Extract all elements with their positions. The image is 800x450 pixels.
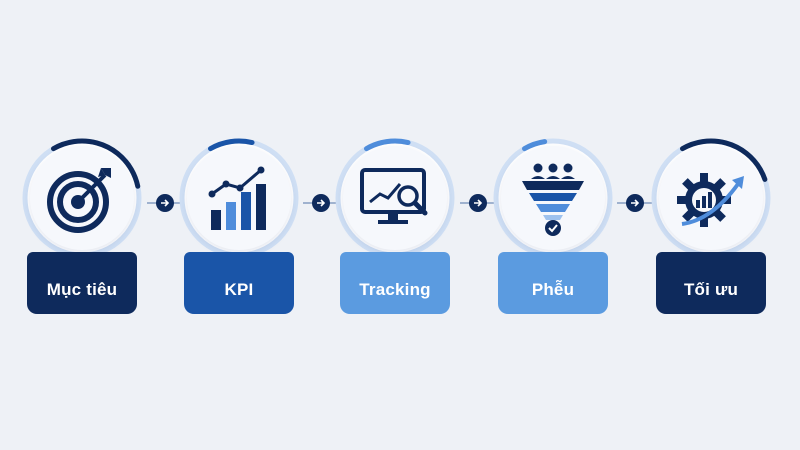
ring-progress-arc — [493, 138, 613, 258]
arrow-connector — [303, 194, 339, 212]
step-tracking: Tracking — [332, 134, 458, 318]
step-toi-uu: Tối ưu — [648, 134, 774, 318]
ring-progress-arc — [179, 138, 299, 258]
step-circle — [648, 134, 774, 264]
arrow-right-icon — [626, 194, 644, 212]
step-label: KPI — [224, 280, 254, 299]
step-label-box: Tối ưu — [656, 252, 766, 314]
step-circle — [19, 134, 145, 264]
step-label-box: Phễu — [498, 252, 608, 314]
step-kpi: KPI — [176, 134, 302, 318]
step-label-box: KPI — [184, 252, 294, 314]
arrow-connector — [617, 194, 653, 212]
ring-progress-arc — [335, 138, 455, 258]
arrow-connector — [147, 194, 183, 212]
target-icon — [47, 168, 111, 233]
step-label-box: Tracking — [340, 252, 450, 314]
step-muc-tieu: Mục tiêu — [19, 134, 145, 318]
step-circle — [332, 134, 458, 264]
step-label: Phễu — [531, 280, 575, 299]
step-circle — [176, 134, 302, 264]
step-pheu: Phễu — [490, 134, 616, 318]
gear-growth-icon — [677, 173, 744, 227]
funnel-icon — [522, 163, 584, 236]
ring-progress-arc — [651, 138, 771, 258]
arrow-connector — [460, 194, 496, 212]
bar-chart-icon — [208, 166, 266, 230]
step-label-box: Mục tiêu — [27, 252, 137, 314]
icon-circle — [187, 146, 291, 250]
monitor-analytics-icon — [360, 168, 428, 224]
step-label: Tối ưu — [683, 280, 739, 299]
ring-progress-arc — [22, 138, 142, 258]
arrow-right-icon — [312, 194, 330, 212]
arrow-right-icon — [469, 194, 487, 212]
arrow-right-icon — [156, 194, 174, 212]
step-label: Mục tiêu — [46, 280, 118, 299]
step-label: Tracking — [359, 280, 431, 299]
step-circle — [490, 134, 616, 264]
